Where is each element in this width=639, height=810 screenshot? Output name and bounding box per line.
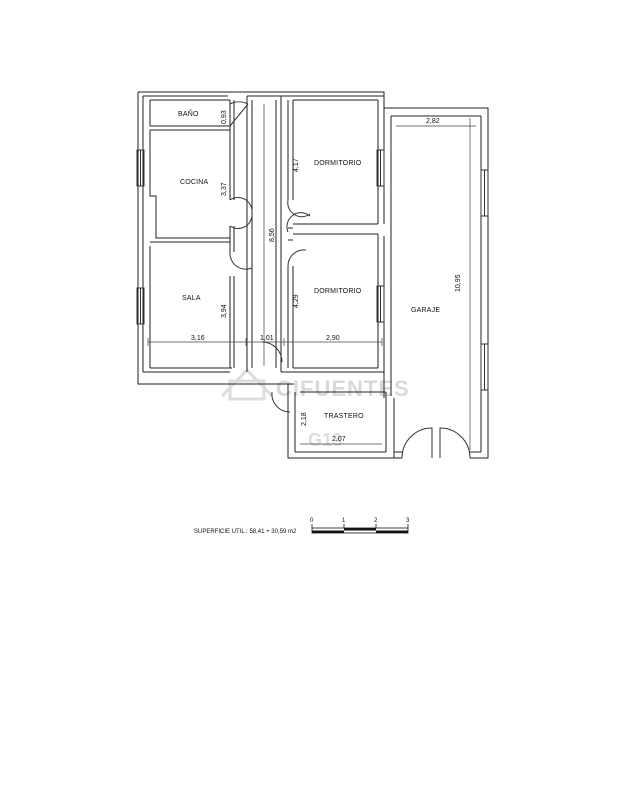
dimension-trastero-height: 2,18 xyxy=(301,412,308,426)
room-label-cocina: COCINA xyxy=(180,179,209,186)
scale-bar: 0 1 2 3 xyxy=(310,518,410,534)
dimension-garage-width: 2,82 xyxy=(426,118,440,125)
sala-walls xyxy=(149,246,235,369)
scale-tick-1: 1 xyxy=(342,518,346,524)
room-label-garaje: GARAJE xyxy=(411,307,440,314)
dimension-sala-width: 3,16 xyxy=(191,335,205,342)
door-swings xyxy=(229,101,471,459)
room-label-sala: SALA xyxy=(182,295,201,302)
trastero-walls xyxy=(287,383,394,459)
dimension-bano-height: 0,93 xyxy=(221,110,228,124)
scale-tick-3: 3 xyxy=(406,518,410,524)
dimension-corridor-length: 8,56 xyxy=(269,228,276,242)
dimension-cocina-height: 3,37 xyxy=(221,182,228,196)
room-label-bano: BAÑO xyxy=(178,109,199,118)
scale-tick-2: 2 xyxy=(374,518,378,524)
watermark: CIFUENTES G13 xyxy=(220,367,410,450)
dimension-dorm-width: 2,90 xyxy=(326,335,340,342)
dormitorio-walls xyxy=(281,99,384,373)
watermark-code: G13 xyxy=(308,430,342,450)
dimension-trastero-width: 2,07 xyxy=(332,436,346,443)
corridor-walls xyxy=(246,96,282,372)
dimension-dorm2-height: 4,29 xyxy=(293,294,300,308)
surface-summary: SUPERFICIE UTIL : 58,41 + 30,59 m2 xyxy=(194,529,297,535)
dimension-garage-length: 10,95 xyxy=(455,274,462,292)
room-label-trastero: TRASTERO xyxy=(324,413,364,420)
window-icon xyxy=(136,149,489,391)
bano-walls xyxy=(149,99,230,131)
garage-walls xyxy=(383,104,489,459)
cocina-walls xyxy=(149,100,235,252)
scale-tick-0: 0 xyxy=(310,518,314,524)
watermark-brand: CIFUENTES xyxy=(276,376,410,401)
room-label-dormitorio-2: DORMITORIO xyxy=(314,288,362,295)
dimension-sala-height: 3,94 xyxy=(221,304,228,318)
dimension-lines xyxy=(147,104,476,450)
room-label-dormitorio-1: DORMITORIO xyxy=(314,160,362,167)
dimension-corridor-width: 1,01 xyxy=(260,335,274,342)
outer-walls xyxy=(137,91,385,385)
dimension-dorm1-height: 4,17 xyxy=(293,158,300,172)
